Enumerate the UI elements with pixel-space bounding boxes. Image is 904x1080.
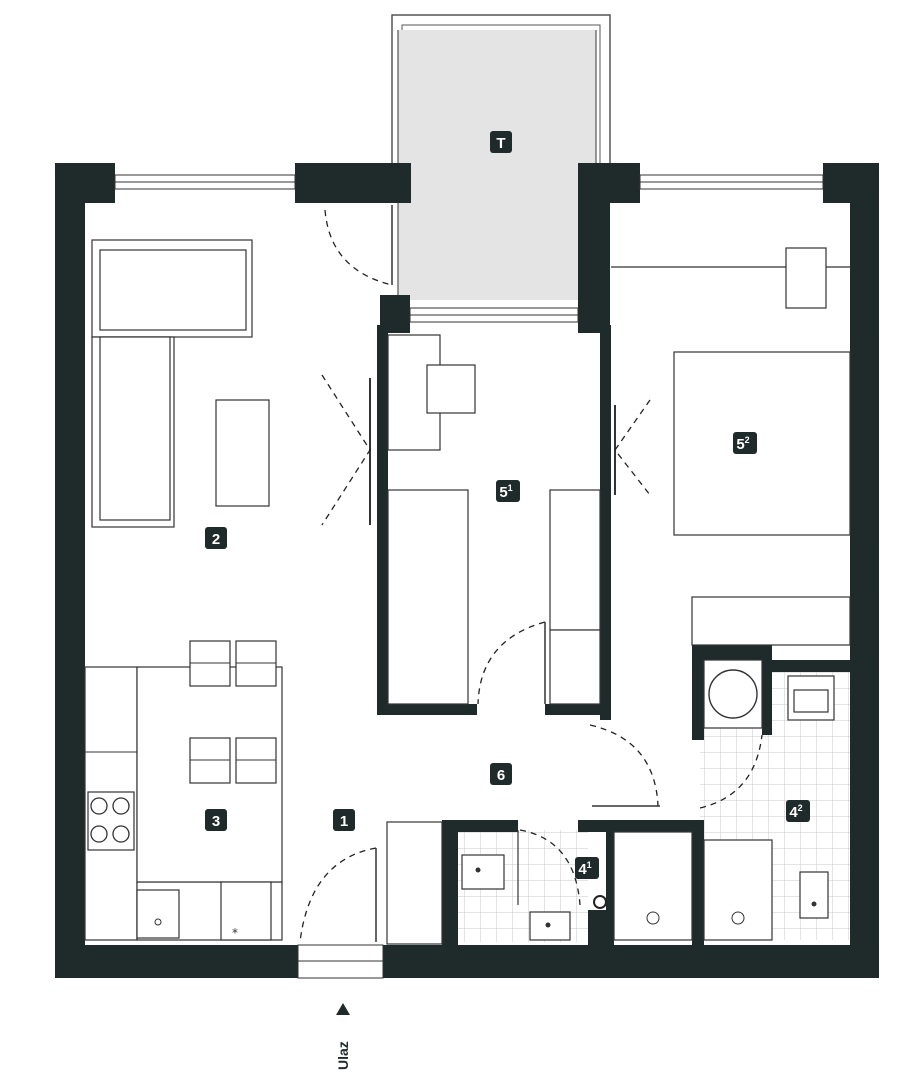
coffee-table bbox=[215, 399, 270, 507]
inner-walls bbox=[377, 325, 852, 945]
entry-label: Ulaz bbox=[335, 1041, 351, 1070]
badge-wc: 41 bbox=[575, 857, 599, 879]
svg-text:*: * bbox=[232, 926, 238, 940]
small-bedroom-furniture bbox=[387, 334, 601, 705]
badge-corridor-label: 6 bbox=[497, 767, 505, 784]
svg-text:1: 1 bbox=[340, 813, 348, 830]
large-bedroom-furniture bbox=[611, 247, 851, 646]
badge-bathroom-sup: 2 bbox=[798, 803, 803, 813]
badge-bedroom-large-sup: 2 bbox=[745, 435, 750, 445]
svg-text:6: 6 bbox=[497, 767, 505, 784]
svg-text:3: 3 bbox=[212, 813, 220, 830]
sofa bbox=[91, 239, 253, 528]
doors bbox=[299, 205, 763, 943]
badge-bathroom: 42 bbox=[786, 800, 810, 822]
fridge: * bbox=[220, 881, 272, 941]
wc-sink bbox=[461, 854, 505, 890]
badge-wc-sup: 1 bbox=[587, 860, 592, 870]
badge-corridor: 6 bbox=[490, 763, 512, 785]
bathroom-sink bbox=[787, 675, 835, 721]
svg-text:51: 51 bbox=[499, 483, 512, 501]
badge-wc-label: 4 bbox=[578, 861, 587, 878]
svg-text:42: 42 bbox=[789, 803, 802, 821]
badge-bedroom-small-sup: 1 bbox=[508, 483, 513, 493]
badge-living-label: 2 bbox=[212, 531, 220, 548]
wc-toilet bbox=[529, 911, 571, 941]
entry-arrow-icon bbox=[336, 1003, 350, 1015]
badge-bedroom-large-label: 5 bbox=[736, 436, 744, 453]
svg-text:41: 41 bbox=[578, 860, 591, 878]
badge-kitchen: 3 bbox=[205, 809, 227, 831]
drain bbox=[593, 895, 607, 909]
wardrobe bbox=[386, 821, 443, 945]
badge-terrace: T bbox=[490, 131, 512, 153]
washing-machine bbox=[703, 659, 763, 729]
dining-chairs bbox=[189, 640, 277, 784]
storage-fixtures bbox=[613, 831, 773, 941]
windows bbox=[114, 174, 824, 323]
badge-bedroom-large: 52 bbox=[733, 432, 757, 454]
badge-bathroom-label: 4 bbox=[789, 804, 798, 821]
badge-hall-label: 1 bbox=[340, 813, 348, 830]
svg-text:T: T bbox=[496, 135, 505, 152]
svg-text:2: 2 bbox=[212, 531, 220, 548]
badge-bedroom-small: 51 bbox=[496, 480, 520, 502]
badge-living: 2 bbox=[205, 527, 227, 549]
badge-kitchen-label: 3 bbox=[212, 813, 220, 830]
cooktop bbox=[87, 791, 135, 851]
badge-bedroom-small-label: 5 bbox=[499, 484, 507, 501]
badge-hall: 1 bbox=[333, 809, 355, 831]
terrace bbox=[391, 14, 611, 300]
outer-walls bbox=[55, 163, 879, 978]
toilet-bathroom bbox=[799, 871, 829, 919]
svg-text:52: 52 bbox=[736, 435, 749, 453]
entrance-door bbox=[297, 944, 384, 979]
badge-terrace-label: T bbox=[496, 135, 505, 152]
kitchen-sink bbox=[136, 889, 180, 939]
